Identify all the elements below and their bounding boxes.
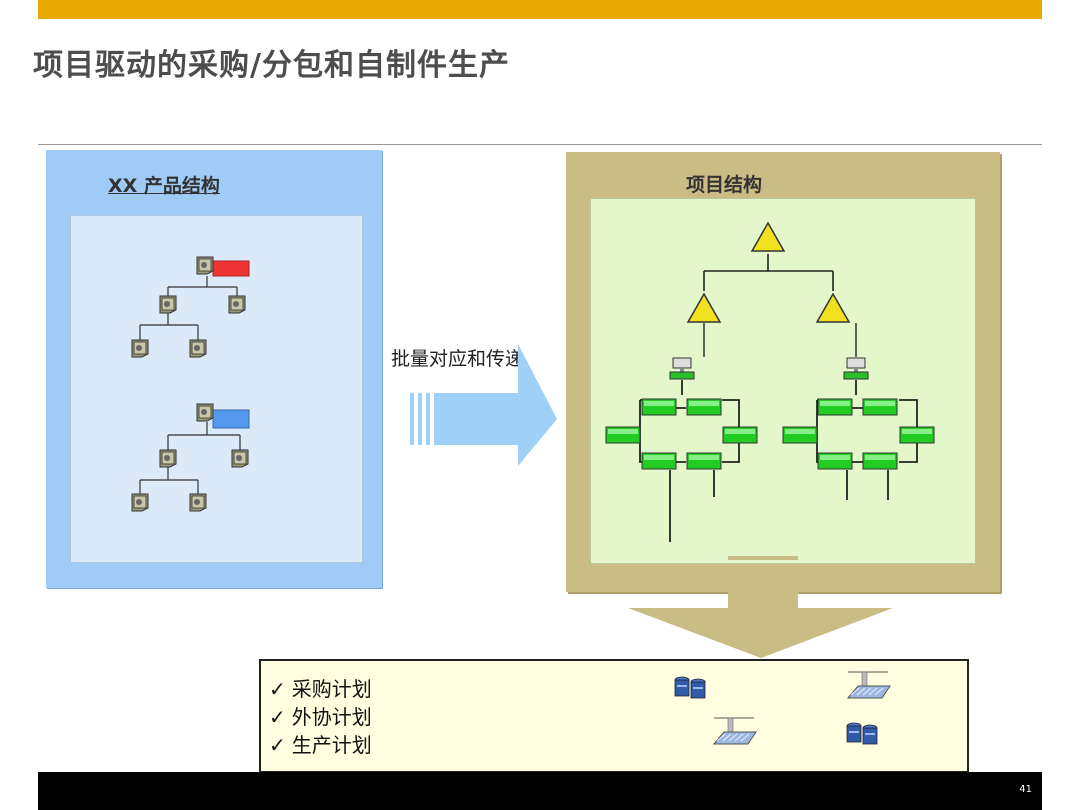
- activity-network-left: [605, 380, 758, 542]
- project-structure-title: 项目结构: [686, 174, 763, 196]
- activity-network-right: [782, 380, 935, 500]
- transfer-label: 批量对应和传递: [391, 348, 525, 370]
- plan-item-label: 生产计划: [291, 733, 372, 757]
- plan-item-outsourcing: ✓外协计划: [269, 701, 372, 730]
- plan-item-production: ✓生产计划: [269, 729, 372, 758]
- product-structure-title: XX 产品结构: [108, 175, 220, 197]
- down-arrow-icon: [628, 556, 893, 658]
- check-icon: ✓: [269, 705, 286, 729]
- footer-bar: [38, 772, 1042, 810]
- page-number: 41: [1019, 784, 1032, 795]
- plan-item-label: 采购计划: [291, 677, 372, 701]
- plan-item-label: 外协计划: [291, 705, 372, 729]
- check-icon: ✓: [269, 677, 286, 701]
- factory-icon: [847, 671, 891, 699]
- blue-tag-icon: [212, 409, 250, 429]
- check-icon: ✓: [269, 733, 286, 757]
- top-accent-bar: [38, 0, 1042, 19]
- procurement-barrels-icon: [674, 676, 706, 699]
- page-title: 项目驱动的采购/分包和自制件生产: [33, 48, 510, 83]
- plan-item-procurement: ✓采购计划: [269, 673, 372, 702]
- factory-icon: [713, 717, 757, 745]
- production-barrels-icon: [846, 722, 878, 745]
- project-structure-canvas: [590, 198, 976, 564]
- title-divider: [38, 144, 1042, 145]
- product-tree-1: [131, 256, 250, 358]
- product-tree-2: [131, 403, 250, 512]
